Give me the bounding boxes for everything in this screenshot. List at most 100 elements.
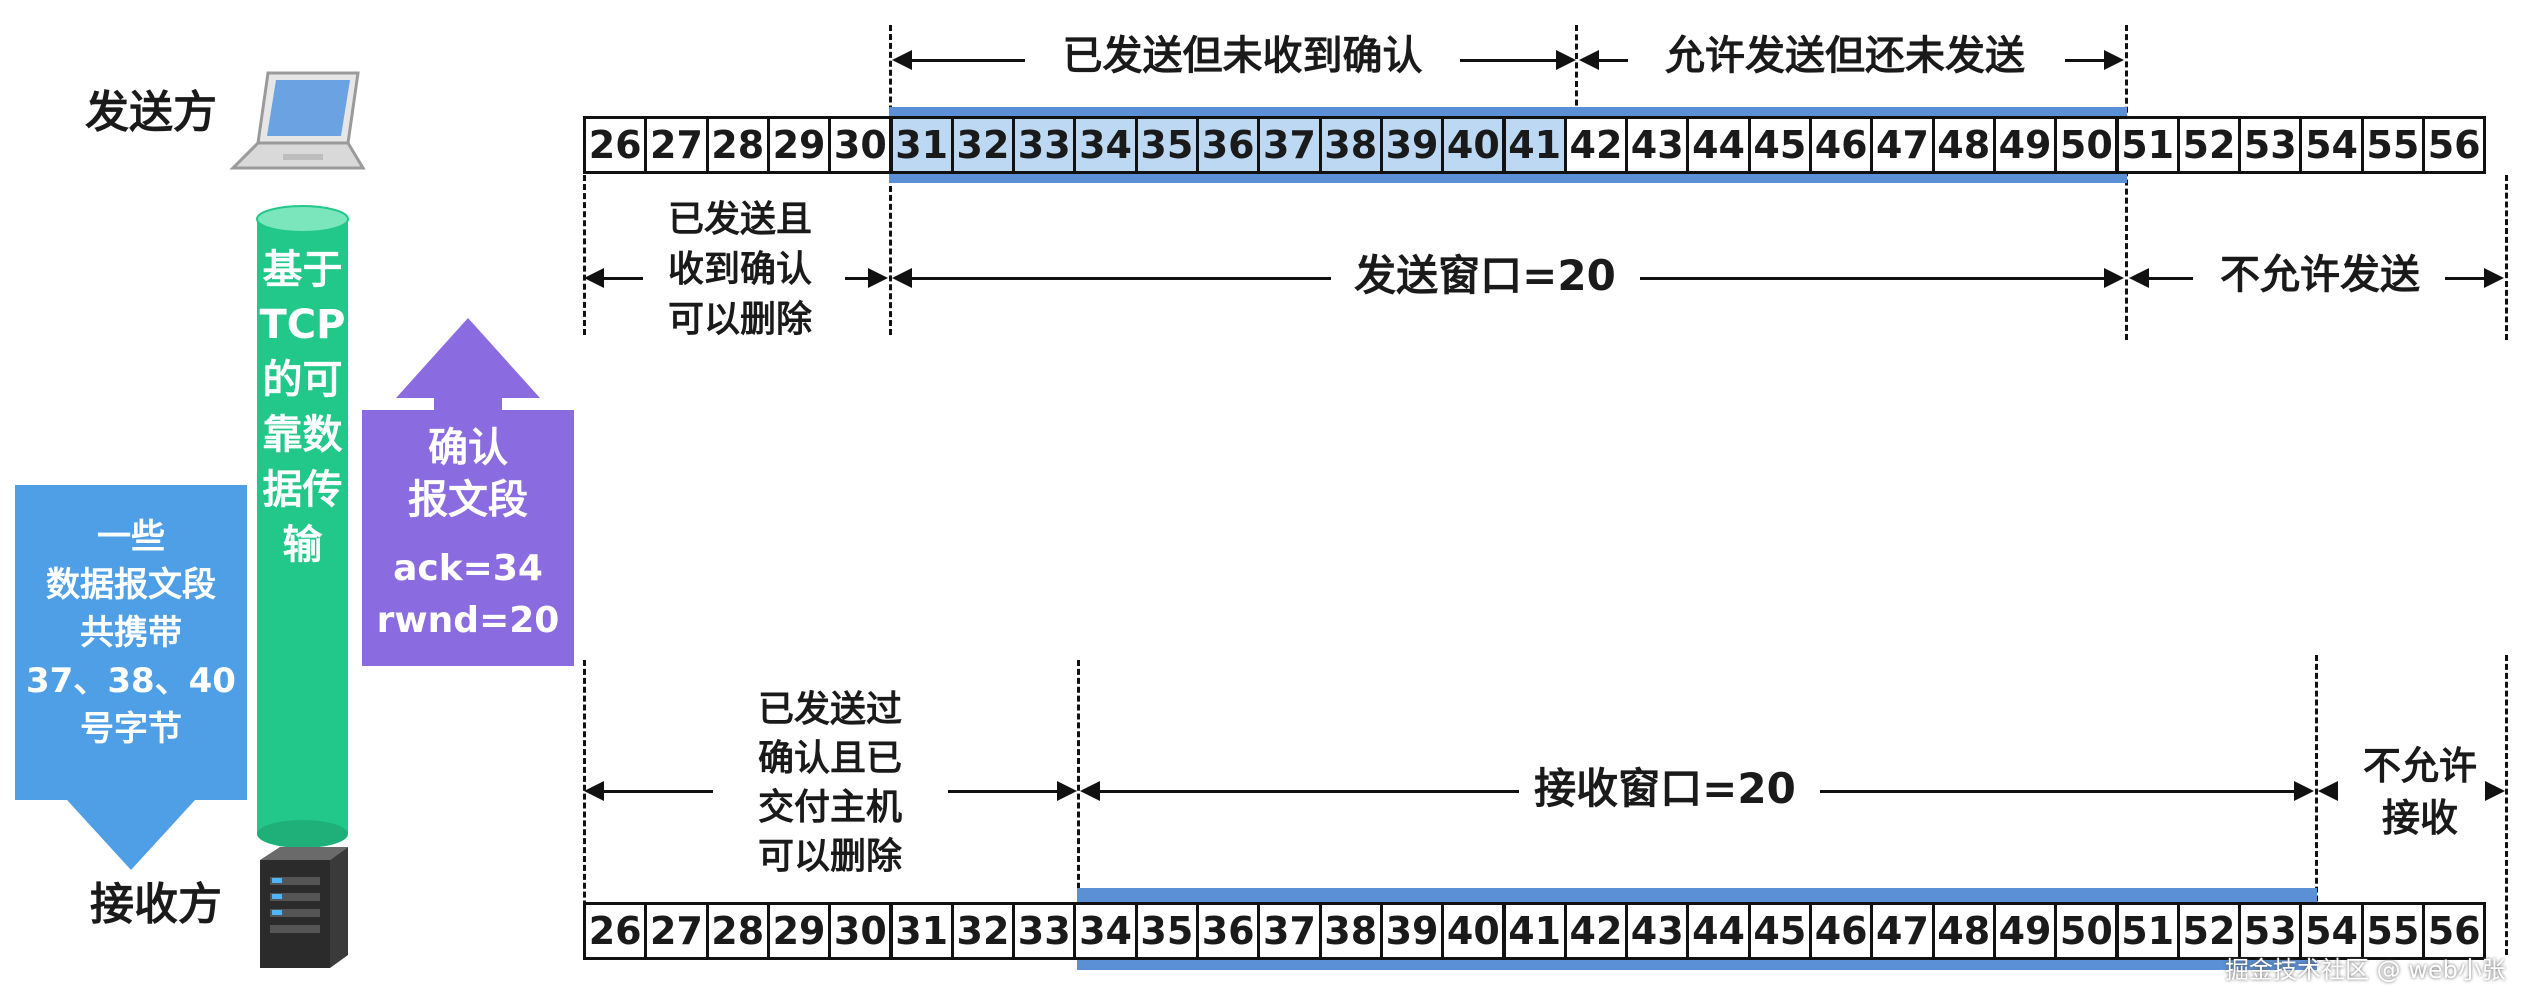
send-window-label: 发送窗口=20 xyxy=(1354,251,1616,300)
arrow-right-icon xyxy=(868,268,888,288)
seq-cell-32: 32 xyxy=(950,116,1016,174)
sender-dashed-line-42 xyxy=(1575,25,1578,115)
arrow-line xyxy=(1099,790,1519,793)
up-arrow-rwnd: rwnd=20 xyxy=(376,600,560,641)
seq-cell-38: 38 xyxy=(1318,116,1383,174)
seq-cell-56: 56 xyxy=(2422,116,2487,174)
seq-cell-46: 46 xyxy=(1809,902,1874,960)
arrow-line xyxy=(2445,277,2485,280)
seq-cell-42: 42 xyxy=(1563,902,1629,960)
seq-cell-41: 41 xyxy=(1502,902,1567,960)
arrow-left-icon xyxy=(1080,781,1100,801)
seq-cell-43: 43 xyxy=(1625,116,1690,174)
seq-cell-29: 29 xyxy=(766,902,832,960)
seq-cell-51: 51 xyxy=(2115,902,2180,960)
arrow-line xyxy=(603,790,713,793)
seq-cell-51: 51 xyxy=(2115,116,2180,174)
seq-cell-34: 34 xyxy=(1073,902,1138,960)
seq-cell-26: 26 xyxy=(583,116,648,174)
arrow-left-icon xyxy=(584,781,604,801)
seq-cell-29: 29 xyxy=(766,116,832,174)
arrow-right-icon xyxy=(2294,781,2314,801)
not-allowed-label: 不允许发送 xyxy=(2220,252,2420,298)
arrow-line xyxy=(2065,59,2105,62)
cylinder-text: 基于 TCP 的可 靠数 据传 输 xyxy=(259,247,346,568)
arrow-left-icon xyxy=(584,268,604,288)
seq-cell-40: 40 xyxy=(1441,116,1506,174)
receiver-dashed-line-left xyxy=(583,660,586,960)
laptop-icon xyxy=(228,68,368,178)
delivered-label: 已发送过 确认且已 交付主机 可以删除 xyxy=(757,689,902,877)
deletable-label: 已发送且 收到确认 可以删除 xyxy=(667,199,812,340)
receiver-dashed-line-right xyxy=(2505,655,2508,955)
arrow-line xyxy=(1460,59,1560,62)
data-segments-down-arrow: 一些 数据报文段 共携带 37、38、40 号字节 xyxy=(15,485,247,870)
recv-window-label: 接收窗口=20 xyxy=(1534,764,1796,813)
sender-dashed-line-left xyxy=(583,175,586,335)
seq-cell-32: 32 xyxy=(950,902,1016,960)
seq-cell-55: 55 xyxy=(2360,116,2425,174)
seq-cell-47: 47 xyxy=(1870,116,1935,174)
seq-cell-50: 50 xyxy=(2054,902,2119,960)
seq-cell-45: 45 xyxy=(1747,902,1812,960)
seq-cell-52: 52 xyxy=(2176,116,2242,174)
arrow-line xyxy=(905,59,1025,62)
seq-cell-44: 44 xyxy=(1686,116,1751,174)
arrow-right-icon xyxy=(2104,50,2124,70)
arrow-right-icon xyxy=(2484,268,2504,288)
receiver-label: 接收方 xyxy=(90,879,222,930)
seq-cell-39: 39 xyxy=(1379,902,1445,960)
arrow-left-icon xyxy=(2129,268,2149,288)
seq-cell-36: 36 xyxy=(1196,116,1261,174)
seq-cell-35: 35 xyxy=(1134,902,1199,960)
arrow-left-icon xyxy=(2318,781,2338,801)
seq-cell-42: 42 xyxy=(1563,116,1629,174)
arrow-line xyxy=(603,277,643,280)
arrow-left-icon xyxy=(1579,50,1599,70)
up-arrow-ack: ack=34 xyxy=(393,548,543,589)
seq-cell-27: 27 xyxy=(644,116,709,174)
up-arrow-title: 确认 报文段 xyxy=(408,425,528,523)
arrow-line xyxy=(911,277,1331,280)
arrow-right-icon xyxy=(2104,268,2124,288)
seq-cell-37: 37 xyxy=(1257,116,1322,174)
seq-cell-26: 26 xyxy=(583,902,648,960)
receiver-dashed-line-54 xyxy=(2315,655,2318,955)
sender-label: 发送方 xyxy=(85,87,217,138)
down-arrow-text: 一些 数据报文段 共携带 37、38、40 号字节 xyxy=(26,517,236,749)
arrow-line xyxy=(948,790,1058,793)
seq-cell-55: 55 xyxy=(2360,902,2425,960)
seq-cell-33: 33 xyxy=(1012,902,1077,960)
seq-cell-28: 28 xyxy=(705,902,770,960)
arrow-line xyxy=(1820,790,2295,793)
seq-cell-50: 50 xyxy=(2054,116,2119,174)
arrow-left-icon xyxy=(892,50,912,70)
arrow-right-icon xyxy=(2485,781,2505,801)
seq-cell-46: 46 xyxy=(1809,116,1874,174)
receiver-dashed-line-34 xyxy=(1077,660,1080,960)
seq-cell-36: 36 xyxy=(1196,902,1261,960)
ack-segment-up-arrow: 确认 报文段 ack=34 rwnd=20 xyxy=(362,318,574,666)
seq-cell-49: 49 xyxy=(1992,902,2058,960)
arrow-right-icon xyxy=(1057,781,1077,801)
sender-dashed-line-right xyxy=(2505,175,2508,340)
seq-cell-48: 48 xyxy=(1931,902,1996,960)
arrow-line xyxy=(1598,59,1628,62)
seq-cell-48: 48 xyxy=(1931,116,1996,174)
arrow-line xyxy=(1640,277,2105,280)
seq-cell-38: 38 xyxy=(1318,902,1383,960)
arrow-right-icon xyxy=(1556,50,1576,70)
seq-cell-28: 28 xyxy=(705,116,770,174)
seq-cell-44: 44 xyxy=(1686,902,1751,960)
sent-unacked-label: 已发送但未收到确认 xyxy=(1062,33,1423,79)
seq-cell-39: 39 xyxy=(1379,116,1445,174)
seq-cell-49: 49 xyxy=(1992,116,2058,174)
seq-cell-31: 31 xyxy=(889,902,954,960)
seq-cell-43: 43 xyxy=(1625,902,1690,960)
seq-cell-53: 53 xyxy=(2238,902,2303,960)
seq-cell-53: 53 xyxy=(2238,116,2303,174)
reliable-transfer-cylinder: 基于 TCP 的可 靠数 据传 输 xyxy=(255,205,350,850)
seq-cell-56: 56 xyxy=(2422,902,2487,960)
seq-cell-45: 45 xyxy=(1747,116,1812,174)
seq-cell-30: 30 xyxy=(828,902,893,960)
